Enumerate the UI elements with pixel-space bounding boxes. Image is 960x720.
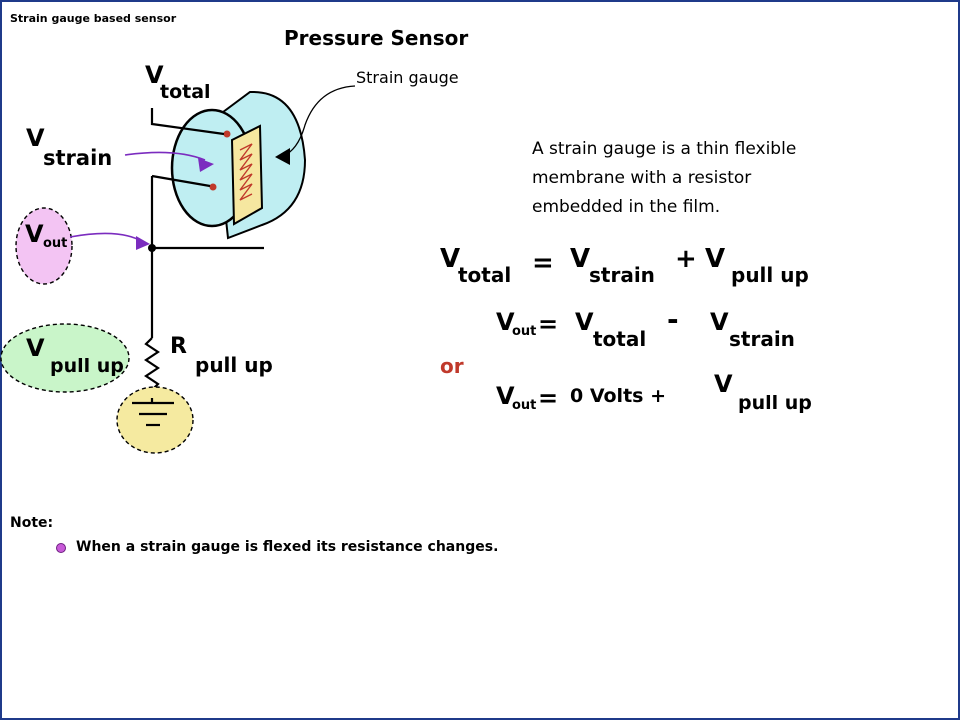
header-text: Strain gauge based sensor [10, 12, 177, 25]
rpullup-label-r: R [170, 334, 187, 359]
eq2-v3: V [710, 308, 729, 336]
ground-icon [132, 398, 174, 427]
or-label: or [440, 354, 464, 378]
arrow-vout-line [69, 232, 144, 243]
arrow-vout-head-icon [136, 236, 150, 250]
terminal-top [223, 130, 231, 138]
pressure-sensor-drawing [170, 90, 307, 240]
eq1-op2: + [675, 244, 697, 274]
note-bullet-1: When a strain gauge is flexed its resist… [76, 539, 499, 555]
rpullup-label-sub: pull up [195, 353, 273, 377]
eq1-s2: strain [589, 263, 655, 287]
vout-label-sub: out [43, 236, 68, 251]
vpullup-label-sub: pull up [50, 355, 124, 377]
eq2-v2: V [575, 308, 594, 336]
arrow-vstrain-head-icon [198, 158, 214, 172]
eq1-s3: pull up [731, 263, 809, 287]
strain-gauge-callout-label: Strain gauge [356, 68, 459, 87]
eq1-v2: V [570, 244, 591, 274]
vtotal-label-v: V [145, 61, 164, 89]
eq1-v1: V [440, 244, 461, 274]
ground-highlight [116, 386, 194, 454]
callout-line [282, 85, 356, 157]
eq1-v3: V [705, 244, 726, 274]
vout-label-v: V [25, 220, 44, 248]
eq2-op1: = [538, 310, 559, 338]
strain-gauge-film [230, 124, 264, 226]
eq1-op1: = [532, 248, 554, 278]
vout-highlight [15, 207, 73, 285]
vpullup-label-v: V [26, 334, 45, 362]
page-title: Pressure Sensor [284, 26, 469, 50]
note-label: Note: [10, 515, 54, 531]
callout-arrowhead-icon [275, 148, 290, 165]
vstrain-label-sub: strain [43, 146, 113, 170]
eq2-op2: - [667, 303, 679, 336]
eq2-v1: V [496, 308, 515, 336]
eq3-v1: V [496, 382, 515, 410]
eq3-rhs: 0 Volts + [570, 385, 666, 407]
eq1-s1: total [458, 263, 512, 287]
description-line-2: membrane with a resistor [532, 168, 752, 188]
note-bullet-icon [56, 543, 66, 553]
wire-strain-lead [151, 174, 211, 188]
vstrain-label-v: V [26, 124, 45, 152]
vout-node [148, 244, 156, 252]
terminal-bottom [209, 183, 217, 191]
gauge-resistor-zigzag [239, 143, 253, 201]
description-line-3: embedded in the film. [532, 197, 721, 217]
eq3-v3: V [714, 370, 733, 398]
eq2-s3: strain [729, 327, 795, 351]
eq3-op1: = [538, 384, 559, 412]
vpullup-highlight [0, 323, 130, 393]
eq3-s1: out [512, 398, 537, 413]
eq2-s2: total [593, 327, 647, 351]
wire-vtotal [150, 108, 225, 136]
description-line-1: A strain gauge is a thin flexible [532, 139, 797, 159]
arrow-vstrain-line [124, 151, 206, 161]
eq2-s1: out [512, 324, 537, 339]
vtotal-label-sub: total [160, 81, 211, 103]
eq3-s3: pull up [738, 392, 812, 414]
